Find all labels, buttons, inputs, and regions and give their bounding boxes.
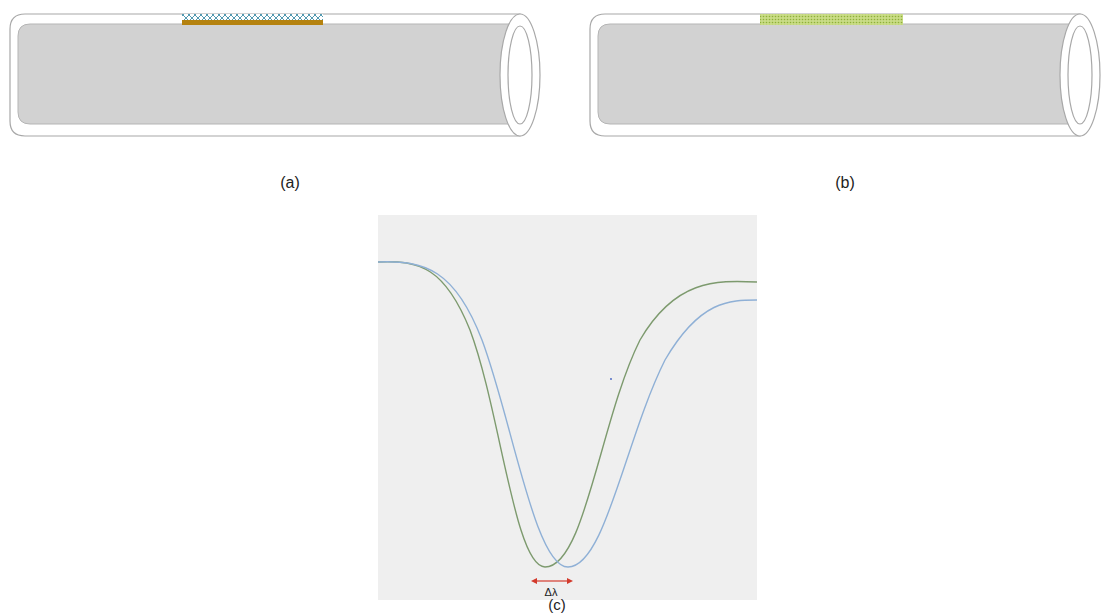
figure-label: (a) xyxy=(280,174,300,192)
spectrum-plot xyxy=(378,215,757,600)
spectrum-curve-1 xyxy=(378,262,757,567)
spectrum-curve-2 xyxy=(378,262,757,567)
fiber-a xyxy=(10,14,540,136)
figure-label: (c) xyxy=(548,597,566,614)
shift-arrow xyxy=(531,578,573,584)
fiber-b xyxy=(590,14,1100,136)
plot-background xyxy=(378,215,757,600)
figure-label: (b) xyxy=(835,174,855,192)
sensing-coating xyxy=(182,14,323,20)
metal-layer xyxy=(182,20,323,25)
sensing-coating xyxy=(760,14,903,25)
shift-label: Δλ xyxy=(545,586,558,598)
